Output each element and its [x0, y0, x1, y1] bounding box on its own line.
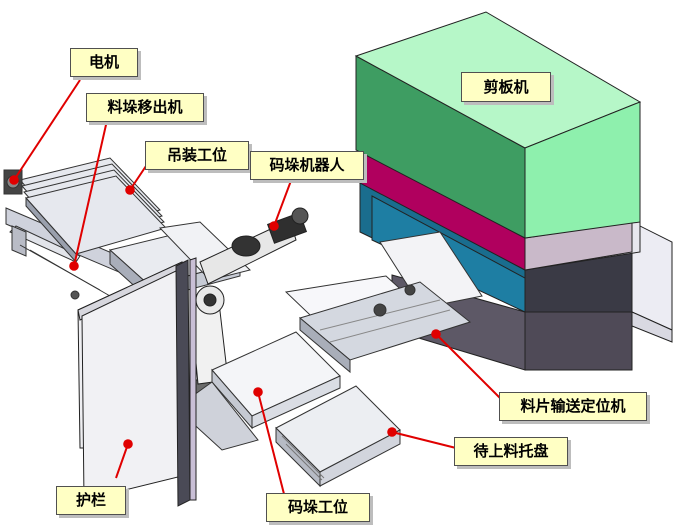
label-stacking-station: 码垛工位 [266, 493, 370, 522]
label-hoisting-station: 吊装工位 [145, 141, 249, 170]
leader-lines [9, 79, 501, 495]
label-guardrail: 护栏 [56, 486, 126, 515]
label-loading-pallet: 待上料托盘 [454, 437, 568, 466]
label-shearing-machine: 剪板机 [461, 72, 551, 102]
sheet-conveyor [284, 231, 483, 374]
guardrail-panel [77, 257, 197, 507]
loading-pallet [275, 385, 401, 488]
stacking-station [175, 331, 341, 451]
label-stacking-robot: 码垛机器人 [250, 151, 364, 180]
label-stack-removal: 料垛移出机 [86, 93, 204, 122]
label-motor: 电机 [70, 48, 138, 77]
label-sheet-conveyor: 料片输送定位机 [499, 392, 647, 421]
